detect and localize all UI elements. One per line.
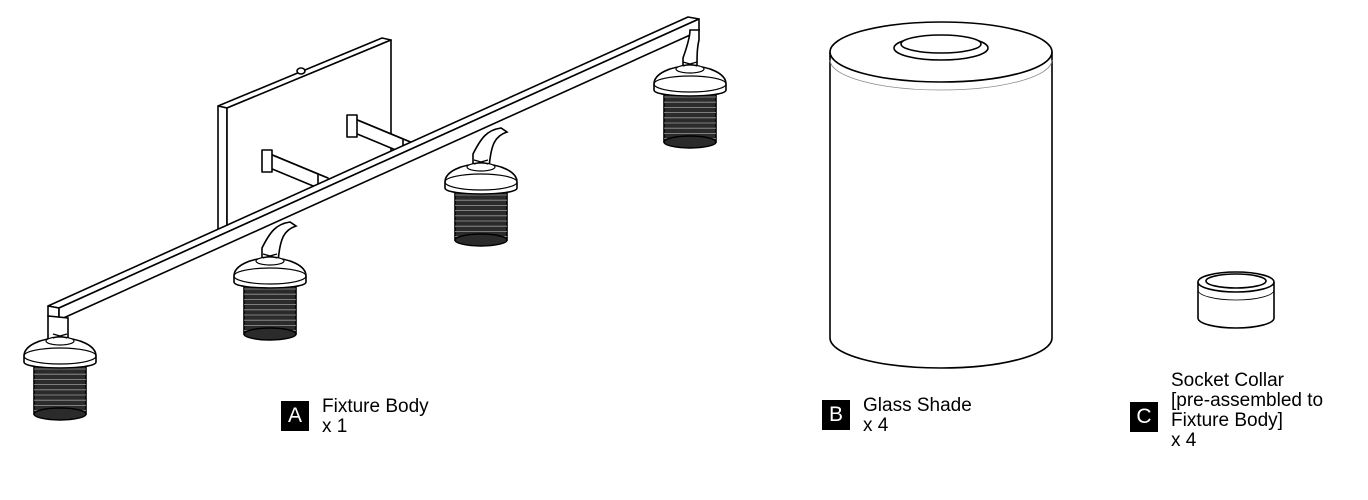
fixture-body-illustration: [47, 16, 700, 321]
socket-cup: [444, 163, 518, 195]
socket-arm: [261, 221, 298, 263]
part-quantity: x 4: [1171, 430, 1197, 451]
part-name-line-2: [pre-assembled to: [1171, 390, 1324, 411]
socket-cap: [45, 336, 75, 346]
part-quantity: x 1: [322, 416, 348, 437]
part-name: Fixture Body: [322, 396, 429, 417]
socket-assembly: [233, 221, 307, 341]
socket-rim: [233, 267, 307, 285]
socket-cap: [466, 162, 496, 172]
wire-tie: [52, 333, 68, 339]
part-label-a: A Fixture Body x 1: [281, 397, 429, 437]
glass-shade-illustration: [829, 21, 1053, 369]
socket-arm: [472, 127, 509, 169]
socket-cap: [255, 256, 285, 266]
socket-cap: [675, 64, 705, 74]
wire-tie: [473, 159, 489, 165]
socket-collar-illustration: [1197, 271, 1275, 329]
socket-rim: [653, 75, 727, 93]
part-name-line-1: Socket Collar: [1171, 370, 1284, 391]
part-label-b: B Glass Shade x 4: [822, 396, 972, 436]
socket-cup: [233, 257, 307, 289]
socket-thread: [663, 91, 717, 143]
socket-assembly: [653, 29, 727, 149]
socket-cup: [653, 65, 727, 97]
fixture-support-rods: [261, 114, 414, 189]
wire-tie: [682, 61, 698, 67]
part-letter-badge: A: [281, 401, 309, 431]
part-quantity: x 4: [863, 415, 889, 436]
socket-rim: [23, 347, 97, 365]
part-letter-badge: C: [1130, 402, 1158, 432]
socket-assemblies: [23, 29, 727, 421]
part-description: Socket Collar [pre-assembled to Fixture …: [1171, 371, 1323, 451]
part-letter-badge: B: [822, 400, 850, 430]
socket-cup: [23, 337, 97, 369]
part-name: Glass Shade: [863, 395, 972, 416]
socket-bottom: [663, 135, 717, 149]
part-name-line-3: Fixture Body]: [1171, 410, 1283, 431]
socket-bottom: [454, 233, 508, 247]
socket-thread: [33, 363, 87, 415]
socket-assembly: [444, 127, 518, 247]
socket-bottom: [33, 407, 87, 421]
part-description: Fixture Body x 1: [322, 397, 429, 437]
part-description: Glass Shade x 4: [863, 396, 972, 436]
socket-thread: [454, 189, 508, 241]
part-label-c: C Socket Collar [pre-assembled to Fixtur…: [1130, 371, 1323, 451]
wire-tie: [262, 253, 278, 259]
socket-thread: [243, 283, 297, 335]
socket-assembly: [23, 315, 97, 421]
socket-bottom: [243, 327, 297, 341]
socket-rim: [444, 173, 518, 191]
